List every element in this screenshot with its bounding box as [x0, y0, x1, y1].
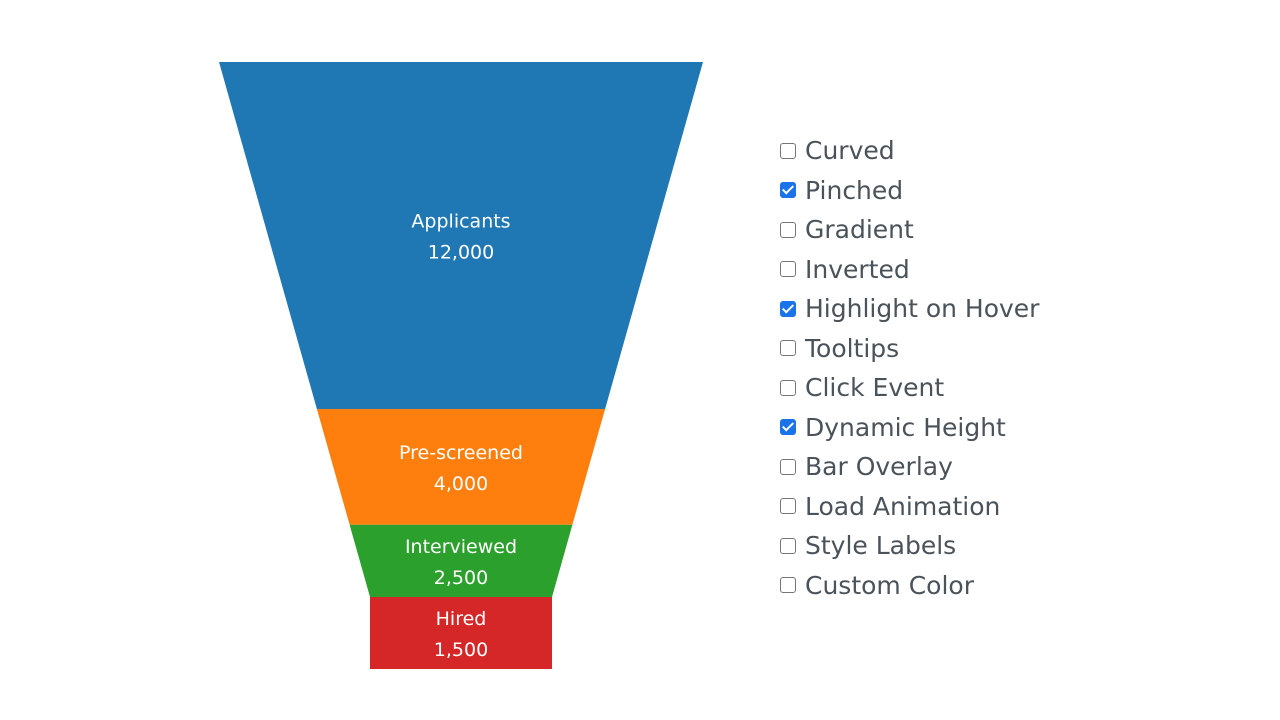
funnel-segment-shape[interactable] — [370, 597, 552, 669]
funnel-segment-applicants[interactable]: Applicants 12,000 — [219, 62, 703, 409]
option-label: Dynamic Height — [805, 412, 1006, 442]
option-dynamic-height[interactable]: Dynamic Height — [779, 408, 1199, 448]
funnel-segment-pre-screened[interactable]: Pre-screened 4,000 — [316, 409, 606, 525]
option-label: Curved — [805, 136, 895, 166]
funnel-segment-shape[interactable] — [219, 62, 703, 409]
segment-category-label: Applicants — [411, 211, 510, 233]
option-label: Custom Color — [805, 570, 974, 600]
segment-category-label: Interviewed — [405, 536, 517, 558]
option-label: Inverted — [805, 254, 910, 284]
option-checkbox[interactable] — [780, 300, 796, 317]
option-label: Load Animation — [805, 491, 1001, 521]
segment-category-label: Hired — [436, 608, 487, 630]
option-click-event[interactable]: Click Event — [779, 368, 1199, 408]
funnel-segment-hired[interactable]: Hired 1,500 — [370, 597, 552, 669]
option-checkbox[interactable] — [780, 182, 796, 199]
option-checkbox[interactable] — [780, 261, 796, 278]
funnel-segment-shape[interactable] — [316, 409, 606, 525]
option-label: Highlight on Hover — [805, 294, 1040, 324]
option-label: Style Labels — [805, 531, 957, 561]
option-label: Tooltips — [805, 333, 900, 363]
segment-value-label: 12,000 — [428, 242, 494, 264]
option-checkbox[interactable] — [780, 498, 796, 515]
option-label: Bar Overlay — [805, 452, 953, 482]
option-checkbox[interactable] — [780, 340, 796, 357]
option-gradient[interactable]: Gradient — [779, 210, 1199, 250]
funnel-segment-interviewed[interactable]: Interviewed 2,500 — [349, 524, 573, 597]
option-label: Click Event — [805, 373, 945, 403]
option-checkbox[interactable] — [780, 458, 796, 475]
option-checkbox[interactable] — [780, 379, 796, 396]
funnel-segment-shape[interactable] — [349, 524, 573, 597]
option-highlight-on-hover[interactable]: Highlight on Hover — [779, 289, 1199, 329]
option-custom-color[interactable]: Custom Color — [779, 566, 1199, 606]
segment-category-label: Pre-screened — [399, 442, 523, 464]
option-checkbox[interactable] — [780, 142, 796, 159]
option-checkbox[interactable] — [780, 577, 796, 594]
option-load-animation[interactable]: Load Animation — [779, 487, 1199, 527]
option-inverted[interactable]: Inverted — [779, 250, 1199, 290]
segment-value-label: 4,000 — [434, 473, 488, 495]
option-checkbox[interactable] — [780, 537, 796, 554]
option-checkbox[interactable] — [780, 419, 796, 436]
segment-value-label: 2,500 — [434, 567, 488, 589]
option-style-labels[interactable]: Style Labels — [779, 526, 1199, 566]
option-curved[interactable]: Curved — [779, 131, 1199, 171]
segment-value-label: 1,500 — [434, 639, 488, 661]
option-pinched[interactable]: Pinched — [779, 171, 1199, 211]
option-bar-overlay[interactable]: Bar Overlay — [779, 447, 1199, 487]
option-label: Gradient — [805, 215, 914, 245]
option-checkbox[interactable] — [780, 221, 796, 238]
option-tooltips[interactable]: Tooltips — [779, 329, 1199, 369]
option-label: Pinched — [805, 175, 904, 205]
